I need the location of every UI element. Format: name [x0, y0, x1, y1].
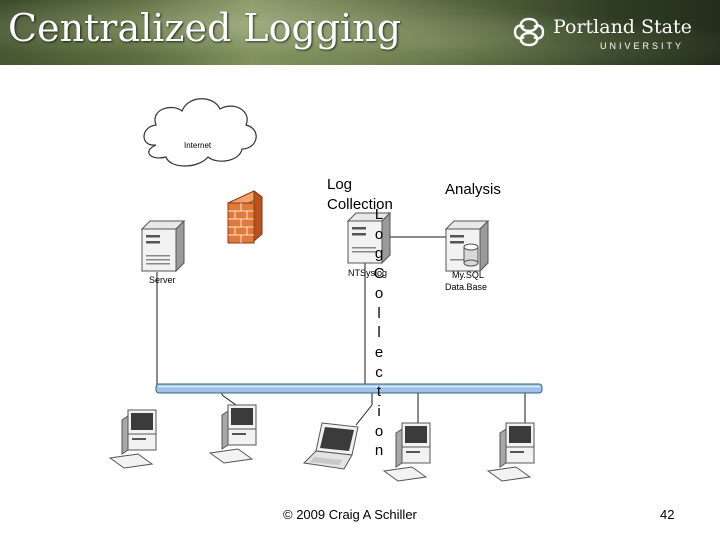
vertical-letter: c [375, 363, 383, 381]
server-label: Server [149, 275, 176, 285]
vertical-letter: i [377, 403, 381, 421]
server-icon [140, 219, 186, 273]
vertical-letter: n [374, 442, 384, 460]
desktop-computer-icon [208, 404, 257, 464]
vertical-letter: C [373, 265, 385, 283]
network-diagram: Internet Log Collection L o g C o l l e … [0, 65, 720, 540]
page-number: 42 [660, 507, 675, 522]
analysis-label: Analysis [445, 181, 501, 198]
cloud-icon [143, 98, 257, 167]
database-label: Data.Base [445, 282, 488, 292]
vertical-letter: l [377, 324, 381, 342]
desktop-computer-icon [486, 422, 535, 482]
ntsyslog-server-icon [346, 211, 392, 265]
log-collection-vertical: L o g C o l l e c t i o n [372, 205, 386, 461]
vertical-letter: g [374, 245, 384, 263]
vertical-letter: o [374, 422, 384, 440]
internet-label: Internet [184, 141, 212, 150]
laptop-icon [302, 422, 359, 470]
desktop-computer-icon [382, 422, 431, 482]
firewall-icon [227, 190, 263, 244]
vertical-letter: l [377, 304, 381, 322]
ntsyslog-label: NTSyslog [348, 268, 388, 278]
mysql-label: My.SQL [452, 270, 484, 280]
network-bus [155, 383, 543, 394]
diagram-graphics [108, 98, 543, 482]
vertical-letter: t [376, 383, 382, 401]
copyright-footer: © 2009 Craig A Schiller [283, 507, 417, 522]
vertical-letter: L [374, 206, 384, 223]
psu-logo-icon [513, 17, 545, 47]
desktop-computer-icon [108, 409, 157, 469]
log-collection-label: Log Collection [327, 176, 393, 213]
database-server-icon [444, 219, 490, 273]
vertical-letter: o [374, 284, 384, 302]
vertical-letter: o [374, 225, 384, 243]
header-banner: Centralized Logging Portland State UNIVE… [0, 0, 720, 65]
slide-title: Centralized Logging [8, 6, 402, 50]
logo-subtitle: UNIVERSITY [600, 41, 685, 51]
logo-name: Portland State [553, 16, 692, 38]
vertical-letter: e [374, 343, 384, 361]
